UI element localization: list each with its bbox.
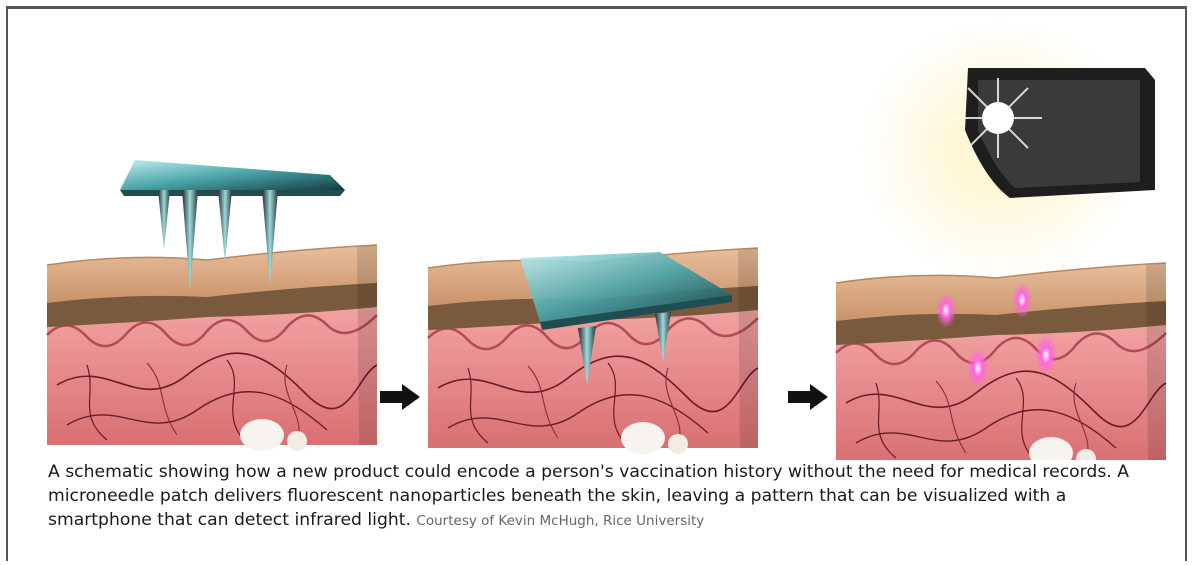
- right-arrow-icon: [380, 384, 420, 410]
- schematic-illustration: [0, 0, 1195, 460]
- smartphone-icon: [860, 20, 1155, 280]
- figure-caption: A schematic showing how a new product co…: [48, 460, 1168, 533]
- caption-credit: Courtesy of Kevin McHugh, Rice Universit…: [416, 513, 704, 529]
- panel-3-skin: [836, 263, 1166, 460]
- panel-1-skin: [47, 245, 377, 451]
- right-arrow-icon: [788, 384, 828, 410]
